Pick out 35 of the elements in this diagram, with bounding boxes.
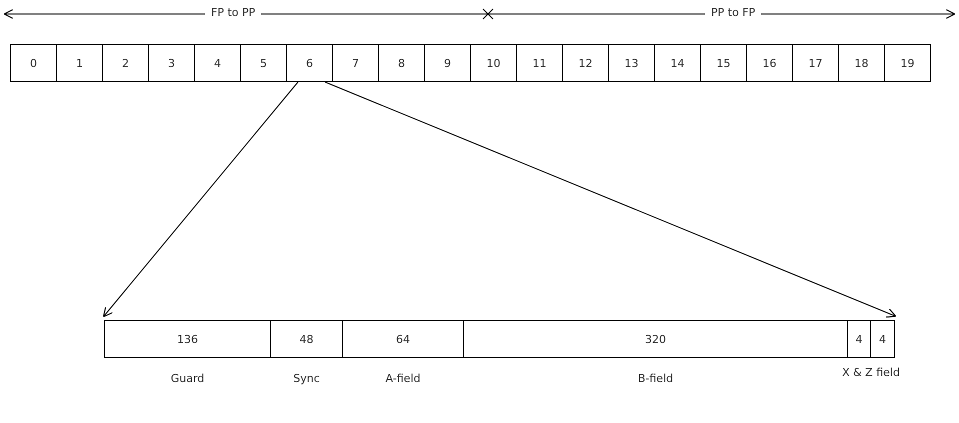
- slot-cell: 17: [792, 44, 839, 82]
- slot-cell: 7: [332, 44, 379, 82]
- slot-cell: 5: [240, 44, 287, 82]
- slot-cell: 11: [516, 44, 563, 82]
- slot-cell: 19: [884, 44, 931, 82]
- field-name: Sync: [292, 372, 321, 385]
- slot-cell: 6: [286, 44, 333, 82]
- slot-cell: 16: [746, 44, 793, 82]
- slot-cell: 8: [378, 44, 425, 82]
- field-name: B-field: [636, 372, 674, 385]
- slot-cell: 3: [148, 44, 195, 82]
- slot-cell: 4: [194, 44, 241, 82]
- field-cell: 320: [463, 320, 848, 358]
- slot-cell: 15: [700, 44, 747, 82]
- direction-label: PP to FP: [705, 6, 762, 19]
- arrow: [102, 82, 298, 318]
- slot-cell: 2: [102, 44, 149, 82]
- field-name: A-field: [384, 372, 422, 385]
- field-name: X & Z field: [841, 365, 901, 381]
- field-cell: 4: [847, 320, 871, 358]
- slot-cell: 1: [56, 44, 103, 82]
- field-cell: 48: [270, 320, 343, 358]
- direction-label: FP to PP: [205, 6, 262, 19]
- field-cell: 64: [342, 320, 464, 358]
- slot-cell: 18: [838, 44, 885, 82]
- arrow: [324, 82, 896, 318]
- field-cell: 4: [870, 320, 895, 358]
- slot-cell: 9: [424, 44, 471, 82]
- slot-cell: 13: [608, 44, 655, 82]
- slot-cell: 14: [654, 44, 701, 82]
- field-cell: 136: [104, 320, 271, 358]
- slot-cell: 0: [10, 44, 57, 82]
- slot-cell: 12: [562, 44, 609, 82]
- field-name: Guard: [170, 372, 206, 385]
- slot-cell: 10: [470, 44, 517, 82]
